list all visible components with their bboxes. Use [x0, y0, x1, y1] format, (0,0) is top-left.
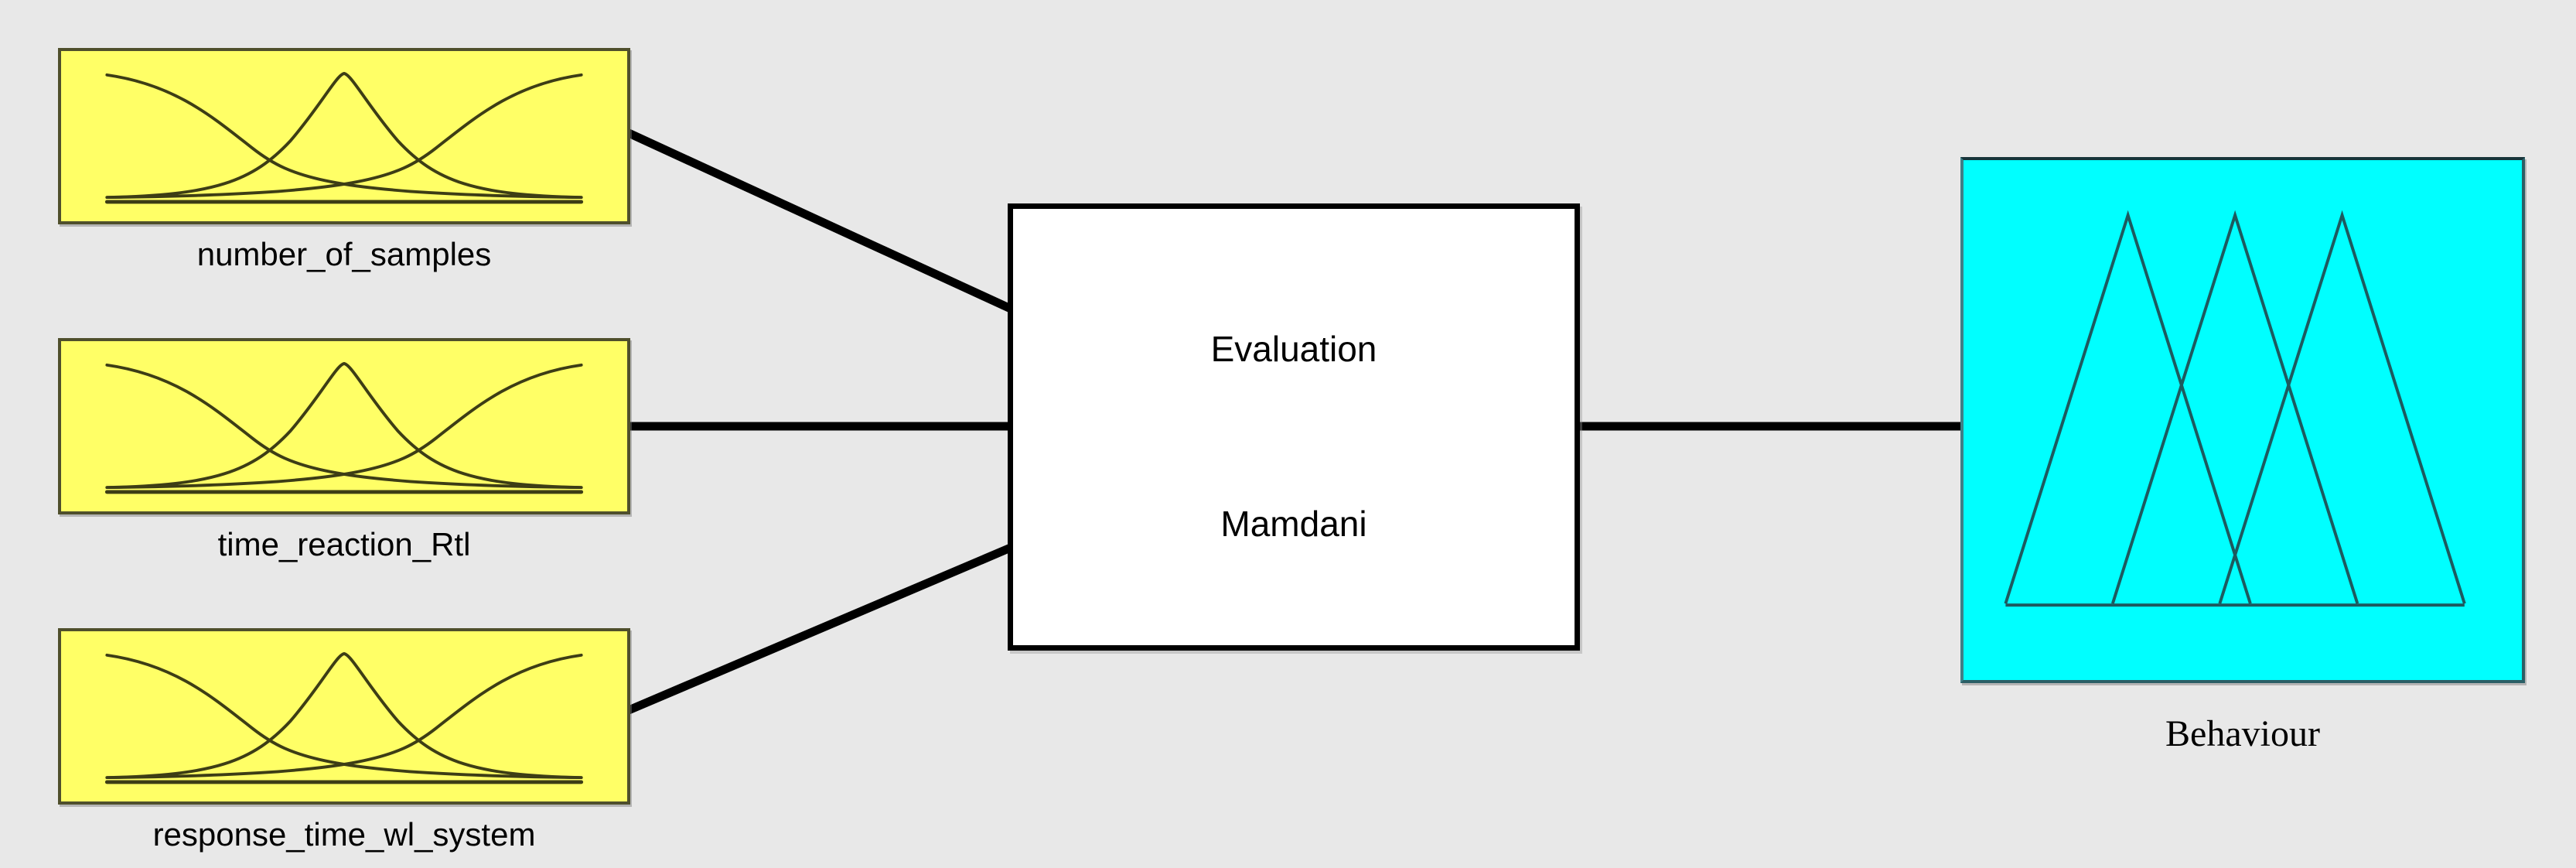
engine-method: Mamdani — [1220, 504, 1367, 544]
membership-plot-number-of-samples — [104, 71, 584, 204]
input-variable-time-reaction-rtl[interactable] — [58, 338, 630, 514]
caption-response-time-wl-system: response_time_wl_system — [152, 816, 536, 853]
membership-plot-behaviour — [2004, 210, 2466, 607]
wire-number-of-samples — [626, 129, 1015, 313]
caption-time-reaction-rtl: time_reaction_Rtl — [217, 526, 471, 562]
wire-response-time-wl-system — [626, 542, 1015, 715]
membership-plot-time-reaction-rtl — [104, 361, 584, 494]
fis-engine-block[interactable]: Evaluation Mamdani — [1008, 203, 1580, 651]
input-variable-number-of-samples[interactable] — [58, 48, 630, 224]
input-variable-response-time-wl-system[interactable] — [58, 628, 630, 805]
caption-behaviour: Behaviour — [2165, 713, 2320, 754]
caption-number-of-samples: number_of_samples — [196, 236, 492, 272]
engine-title: Evaluation — [1210, 329, 1377, 369]
membership-plot-response-time-wl-system — [104, 651, 584, 784]
output-variable-behaviour[interactable] — [1960, 157, 2525, 683]
